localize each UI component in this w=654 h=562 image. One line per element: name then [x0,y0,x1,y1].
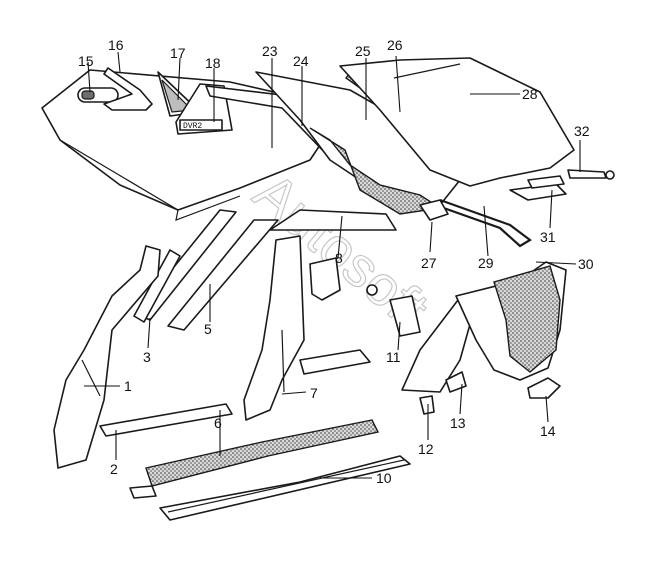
callout-26: 26 [387,37,403,53]
part-16-bracket [103,67,153,111]
callout-6: 6 [214,415,222,431]
part-7-b-pillar [243,235,371,421]
leader-lines [84,51,581,479]
part-12-clip [419,395,435,415]
part-11-brackets [309,257,421,337]
part-15-trim-piece [77,87,119,103]
callout-8: 8 [335,250,343,266]
callout-17: 17 [170,45,186,61]
callout-1: 1 [124,378,132,394]
part-29-frame-guide [437,198,532,248]
callout-7: 7 [310,385,318,401]
callout-13: 13 [450,415,466,431]
callout-32: 32 [574,123,590,139]
part-30-rear-quarter [455,261,567,381]
part-13-wheel-arch-inner [401,299,475,393]
callout-12: 12 [418,441,434,457]
part-27-clip [419,199,449,221]
callout-29: 29 [478,255,494,271]
callout-numbers: 15 16 17 18 23 24 25 26 28 32 27 29 31 3… [78,37,594,486]
callout-3: 3 [143,349,151,365]
part-2-sill-strip [99,403,233,437]
part-6-rocker-panel [129,419,380,499]
part-10-sill-trim [159,455,411,521]
callout-28: 28 [522,86,538,102]
callout-24: 24 [293,53,309,69]
callout-5: 5 [204,321,212,337]
part-32-pin [567,169,615,180]
part-1-inner-pillar [53,245,161,469]
callout-14: 14 [540,423,556,439]
part-14-lamp [527,377,561,399]
part-3-molding [133,249,181,323]
badge-18-text: DVR2 [183,122,202,131]
callout-11: 11 [386,349,401,365]
callout-18: 18 [205,55,221,71]
callout-25: 25 [355,43,371,59]
callout-31: 31 [540,229,556,245]
callout-10: 10 [376,470,392,486]
callout-23: 23 [262,43,278,59]
callout-2: 2 [110,461,118,477]
callout-27: 27 [421,255,437,271]
callout-30: 30 [578,256,594,272]
part-8-roof-rail [269,209,397,231]
callout-16: 16 [108,37,124,53]
part-31-bracket [509,175,567,201]
callout-15: 15 [78,53,94,69]
